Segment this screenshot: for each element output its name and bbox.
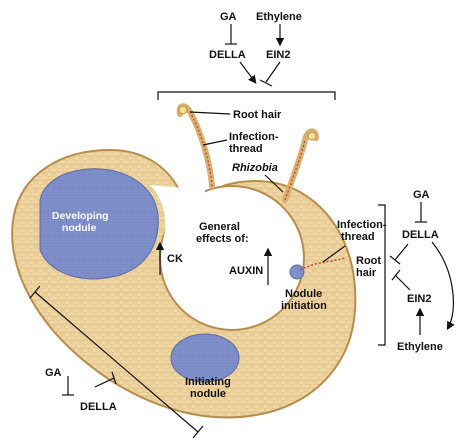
- pointer-infection-thread-r: [322, 245, 346, 263]
- label-general-1: General: [199, 221, 240, 233]
- bottom-della-link: [94, 377, 115, 388]
- label-ck: CK: [167, 253, 183, 265]
- ein2-link: [265, 61, 281, 83]
- bottom-bracket: [34, 291, 199, 433]
- right-della: DELLA: [402, 229, 439, 241]
- top-bracket: [157, 91, 336, 100]
- bottom-ga: GA: [45, 367, 62, 379]
- top-ethylene: Ethylene: [256, 11, 302, 23]
- label-developing-1: Developing: [52, 210, 109, 222]
- right-ethylene: Ethylene: [397, 341, 443, 353]
- right-ein2-bar: [391, 269, 401, 281]
- label-root-hair: Root hair: [233, 109, 282, 121]
- right-bracket: [378, 204, 386, 346]
- label-root-hair-r2: hair: [356, 267, 377, 279]
- infection-thread-right: [284, 139, 306, 201]
- right-ga: GA: [413, 189, 430, 201]
- bottom-bracket-end-a: [29, 285, 41, 299]
- infection-thread-left: [189, 111, 213, 187]
- label-general-2: effects of:: [196, 233, 249, 245]
- pointer-root-hair: [189, 111, 231, 115]
- label-developing-2: nodule: [62, 222, 97, 234]
- ein2-bar: [259, 79, 273, 87]
- nodule-initiation-site: [289, 264, 305, 280]
- label-nodule-initiation-2: initiation: [281, 300, 327, 312]
- right-ein2-link: [394, 274, 411, 291]
- label-initiating-2: nodule: [190, 388, 226, 400]
- top-ein2: EIN2: [266, 49, 290, 61]
- label-rhizobia: Rhizobia: [232, 162, 278, 174]
- cortical-infection-thread: [299, 257, 346, 271]
- root-hair-right: [282, 128, 319, 203]
- label-infection-thread-r2: thread: [341, 231, 375, 243]
- top-della: DELLA: [209, 49, 246, 61]
- bottom-della: DELLA: [80, 401, 117, 413]
- label-infection-thread-2: thread: [229, 143, 263, 155]
- notch: [150, 185, 205, 250]
- label-infection-thread-1: Infection-: [229, 131, 279, 143]
- pointer-rhizobia: [264, 174, 284, 193]
- label-initiating-1: Initiating: [185, 376, 231, 388]
- initiating-nodule: [170, 333, 240, 383]
- label-root-hair-r1: Root: [356, 255, 381, 267]
- label-nodule-initiation-1: Nodule: [285, 288, 322, 300]
- right-della-bar: [389, 255, 401, 265]
- rhizobia-cluster-right: [307, 131, 317, 141]
- right-della-curve: [431, 241, 455, 331]
- right-ein2: EIN2: [407, 293, 431, 305]
- top-ga: GA: [220, 11, 237, 23]
- bottom-della-bar: [111, 371, 117, 385]
- developing-nodule: [39, 168, 159, 280]
- label-auxin: AUXIN: [229, 265, 263, 277]
- della-arrow: [239, 61, 257, 84]
- root-hair-left: [176, 103, 215, 189]
- right-della-link: [394, 243, 409, 261]
- rhizobia-cluster-left: [178, 105, 188, 115]
- pointer-infection-thread: [202, 139, 228, 146]
- label-infection-thread-r1: Infection-: [337, 219, 387, 231]
- bottom-bracket-end-b: [192, 425, 204, 439]
